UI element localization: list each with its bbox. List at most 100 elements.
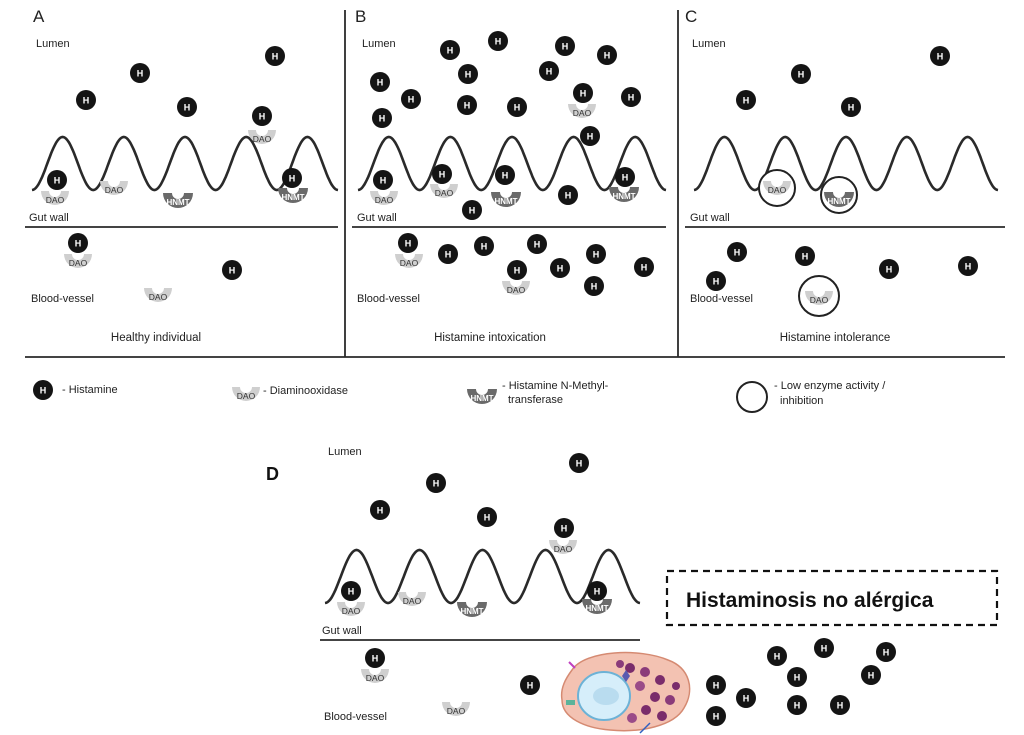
dao-icon: DAO: [395, 254, 423, 268]
svg-text:H: H: [743, 96, 750, 106]
panel-letter-d: D: [266, 464, 279, 484]
histamine-icon: H: [370, 500, 390, 520]
histamine-icon: H: [177, 97, 197, 117]
svg-text:H: H: [848, 103, 855, 113]
panel-letter-c: C: [685, 7, 697, 26]
svg-text:DAO: DAO: [105, 185, 124, 195]
svg-text:H: H: [604, 51, 611, 61]
histamine-icon: H: [634, 257, 654, 277]
blood-vessel-label-b: Blood-vessel: [357, 293, 420, 305]
histamine-icon: H: [787, 667, 807, 687]
dao-icon: DAO: [100, 181, 128, 195]
histamine-icon: H: [580, 126, 600, 146]
svg-text:H: H: [83, 96, 90, 106]
hnmt-icon: HNMT: [457, 602, 487, 618]
histamine-icon: H: [265, 46, 285, 66]
histamine-icon: H: [587, 581, 607, 601]
dao-icon: DAO: [232, 387, 260, 401]
svg-text:DAO: DAO: [573, 108, 592, 118]
dao-icon: DAO: [805, 291, 833, 305]
svg-text:DAO: DAO: [447, 706, 466, 716]
histamine-icon: H: [252, 106, 272, 126]
svg-text:H: H: [377, 506, 384, 516]
svg-text:H: H: [561, 524, 568, 534]
svg-text:H: H: [445, 250, 452, 260]
svg-text:DAO: DAO: [375, 195, 394, 205]
caption-a: Healthy individual: [111, 332, 201, 344]
histamine-icon: H: [401, 89, 421, 109]
svg-text:DAO: DAO: [46, 195, 65, 205]
histamine-icon: H: [787, 695, 807, 715]
low-activity-ring: [798, 275, 840, 317]
svg-text:H: H: [377, 78, 384, 88]
histamine-icon: H: [555, 36, 575, 56]
svg-text:H: H: [137, 69, 144, 79]
histamine-icon: H: [507, 97, 527, 117]
histamine-icon: H: [222, 260, 242, 280]
legend-hnmt-label-1: - Histamine N-Methyl-: [502, 380, 609, 392]
dao-icon: DAO: [248, 130, 276, 144]
histamine-icon: H: [477, 507, 497, 527]
svg-text:H: H: [534, 240, 541, 250]
svg-text:H: H: [184, 103, 191, 113]
svg-text:H: H: [798, 70, 805, 80]
svg-text:H: H: [408, 95, 415, 105]
svg-text:H: H: [447, 46, 454, 56]
svg-text:H: H: [576, 459, 583, 469]
svg-text:H: H: [594, 587, 601, 597]
mast-cell-illustration: [560, 651, 691, 734]
legend-dao-label: - Diaminooxidase: [263, 385, 348, 397]
dao-icon: DAO: [41, 191, 69, 205]
svg-text:HNMT: HNMT: [166, 198, 189, 207]
svg-text:H: H: [641, 263, 648, 273]
svg-text:H: H: [713, 277, 720, 287]
svg-text:H: H: [502, 171, 509, 181]
histamine-icon: H: [615, 167, 635, 187]
svg-text:H: H: [883, 648, 890, 658]
histamine-icon: H: [586, 244, 606, 264]
svg-text:H: H: [794, 701, 801, 711]
svg-text:H: H: [774, 652, 781, 662]
svg-text:H: H: [965, 262, 972, 272]
svg-text:HNMT: HNMT: [612, 192, 635, 201]
svg-text:H: H: [734, 248, 741, 258]
svg-text:H: H: [439, 170, 446, 180]
svg-text:H: H: [794, 673, 801, 683]
histamine-icon: H: [282, 168, 302, 188]
gut-wall-label-a: Gut wall: [29, 212, 69, 224]
svg-text:H: H: [821, 644, 828, 654]
svg-text:HNMT: HNMT: [827, 197, 850, 206]
svg-text:H: H: [372, 654, 379, 664]
svg-text:H: H: [546, 67, 553, 77]
histamine-icon: H: [365, 648, 385, 668]
lumen-label-d: Lumen: [328, 446, 362, 458]
lumen-label-a: Lumen: [36, 38, 70, 50]
histamine-icon: H: [426, 473, 446, 493]
blood-vessel-label-c: Blood-vessel: [690, 293, 753, 305]
histamine-icon: H: [841, 97, 861, 117]
villi-wave-b: [357, 135, 667, 192]
caption-c: Histamine intolerance: [780, 332, 891, 344]
svg-text:DAO: DAO: [435, 188, 454, 198]
svg-text:HNMT: HNMT: [460, 607, 483, 616]
svg-text:H: H: [464, 101, 471, 111]
svg-text:H: H: [886, 265, 893, 275]
panel-letter-b: B: [355, 7, 366, 26]
dao-icon: DAO: [144, 288, 172, 302]
svg-text:H: H: [40, 386, 47, 396]
histamine-icon: H: [727, 242, 747, 262]
histamine-icon: H: [795, 246, 815, 266]
blood-vessel-label-a: Blood-vessel: [31, 293, 94, 305]
histamine-icon: H: [76, 90, 96, 110]
svg-text:HNMT: HNMT: [585, 604, 608, 613]
legend-low-activity-label-2: inhibition: [780, 395, 823, 407]
svg-text:H: H: [405, 239, 412, 249]
svg-text:DAO: DAO: [400, 258, 419, 268]
panel-letter-a: A: [33, 7, 45, 26]
hnmt-icon: HNMT: [163, 193, 193, 208]
blood-vessel-label-d: Blood-vessel: [324, 711, 387, 723]
enzyme-symbols: DAO DAO DAO HNMT HNMT DAO DAO DAO DAO DAO HNMT HNMT…: [41, 104, 854, 716]
dao-icon: DAO: [361, 669, 389, 683]
histamine-icon: H: [458, 64, 478, 84]
histamine-icon: H: [438, 244, 458, 264]
